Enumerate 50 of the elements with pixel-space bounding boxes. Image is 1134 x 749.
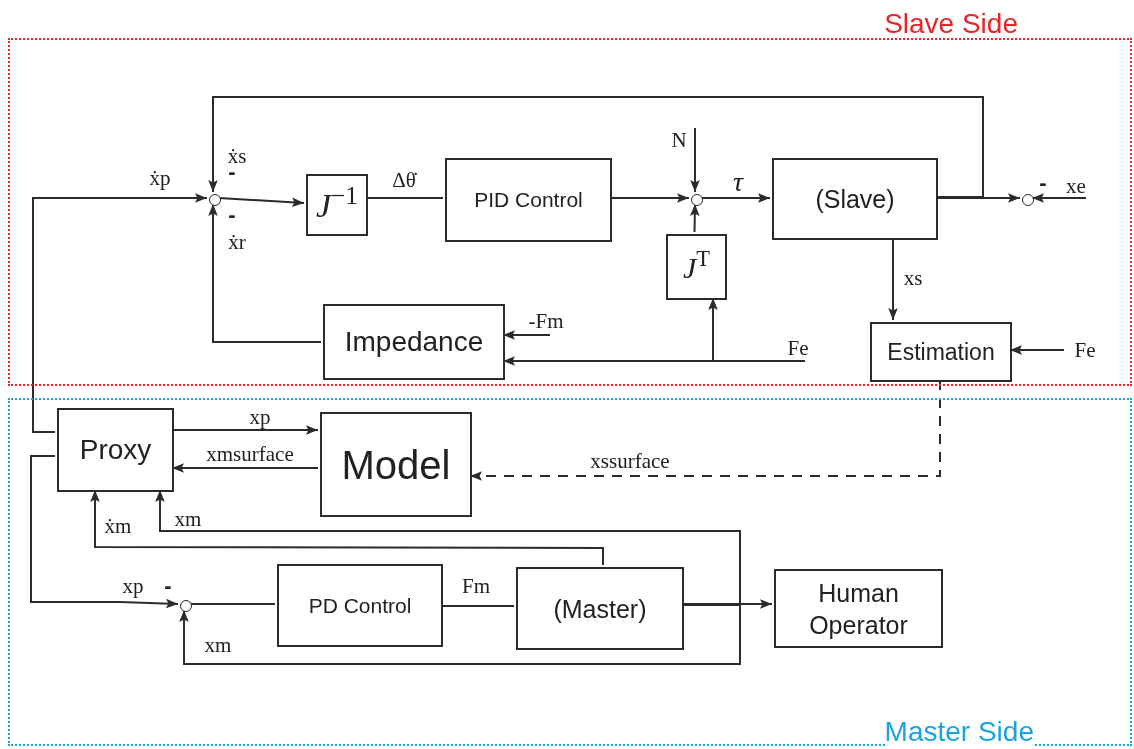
edge-label: Δθ̇ xyxy=(392,169,416,191)
summing-junction xyxy=(209,194,221,206)
summing-junction xyxy=(1022,194,1034,206)
block-box: J$^{T}$ xyxy=(666,234,727,300)
summing-junction xyxy=(180,600,192,612)
block-box: J$^{−1}$ xyxy=(306,174,368,236)
block-box: (Slave) xyxy=(772,158,938,240)
arrow xyxy=(700,193,771,203)
arrow xyxy=(32,193,208,433)
edge-label: -Fm xyxy=(528,310,564,332)
edge-label: xp xyxy=(122,575,144,597)
arrow xyxy=(179,604,741,665)
arrow xyxy=(690,203,700,233)
edge-label: xmsurface xyxy=(206,443,294,465)
block-box: Proxy xyxy=(57,408,174,492)
block-box: PID Control xyxy=(445,158,612,242)
arrow xyxy=(218,197,305,208)
edge-label: ẋs xyxy=(227,145,247,167)
edge-label: xp xyxy=(249,406,271,428)
arrow xyxy=(1031,193,1087,203)
dotted-region xyxy=(8,398,1132,746)
edge-label: xs xyxy=(903,267,923,289)
edge-label: τ xyxy=(733,168,743,196)
block-box: Estimation xyxy=(870,322,1012,382)
arrow xyxy=(30,455,179,609)
edge-label: xssurface xyxy=(590,450,670,472)
edge-label: ẋm xyxy=(104,515,132,537)
edge-label: Fe xyxy=(787,337,809,359)
region-heading: Master Side xyxy=(884,718,1034,746)
minus-sign: - xyxy=(228,204,236,226)
arrow xyxy=(208,203,322,343)
edge-label: N xyxy=(671,129,687,151)
edge-label: Fm xyxy=(462,575,490,597)
arrow xyxy=(690,127,700,193)
edge-label: xm xyxy=(174,508,202,530)
arrow xyxy=(208,96,984,198)
edge-label: Fe xyxy=(1074,339,1096,361)
block-box: Human Operator xyxy=(774,569,943,648)
summing-junction xyxy=(691,194,703,206)
minus-sign: - xyxy=(1039,172,1047,194)
block-box: Model xyxy=(320,412,472,517)
block-box: Impedance xyxy=(323,304,505,380)
edge-label: ẋr xyxy=(228,231,246,253)
edge-label: xe xyxy=(1066,175,1086,197)
minus-sign: - xyxy=(164,575,172,597)
edge-label: ẋp xyxy=(149,167,171,189)
signal-line xyxy=(189,603,276,605)
block-box: PD Control xyxy=(277,564,443,647)
edge-label: xm xyxy=(204,634,232,656)
block-box: (Master) xyxy=(516,567,684,650)
